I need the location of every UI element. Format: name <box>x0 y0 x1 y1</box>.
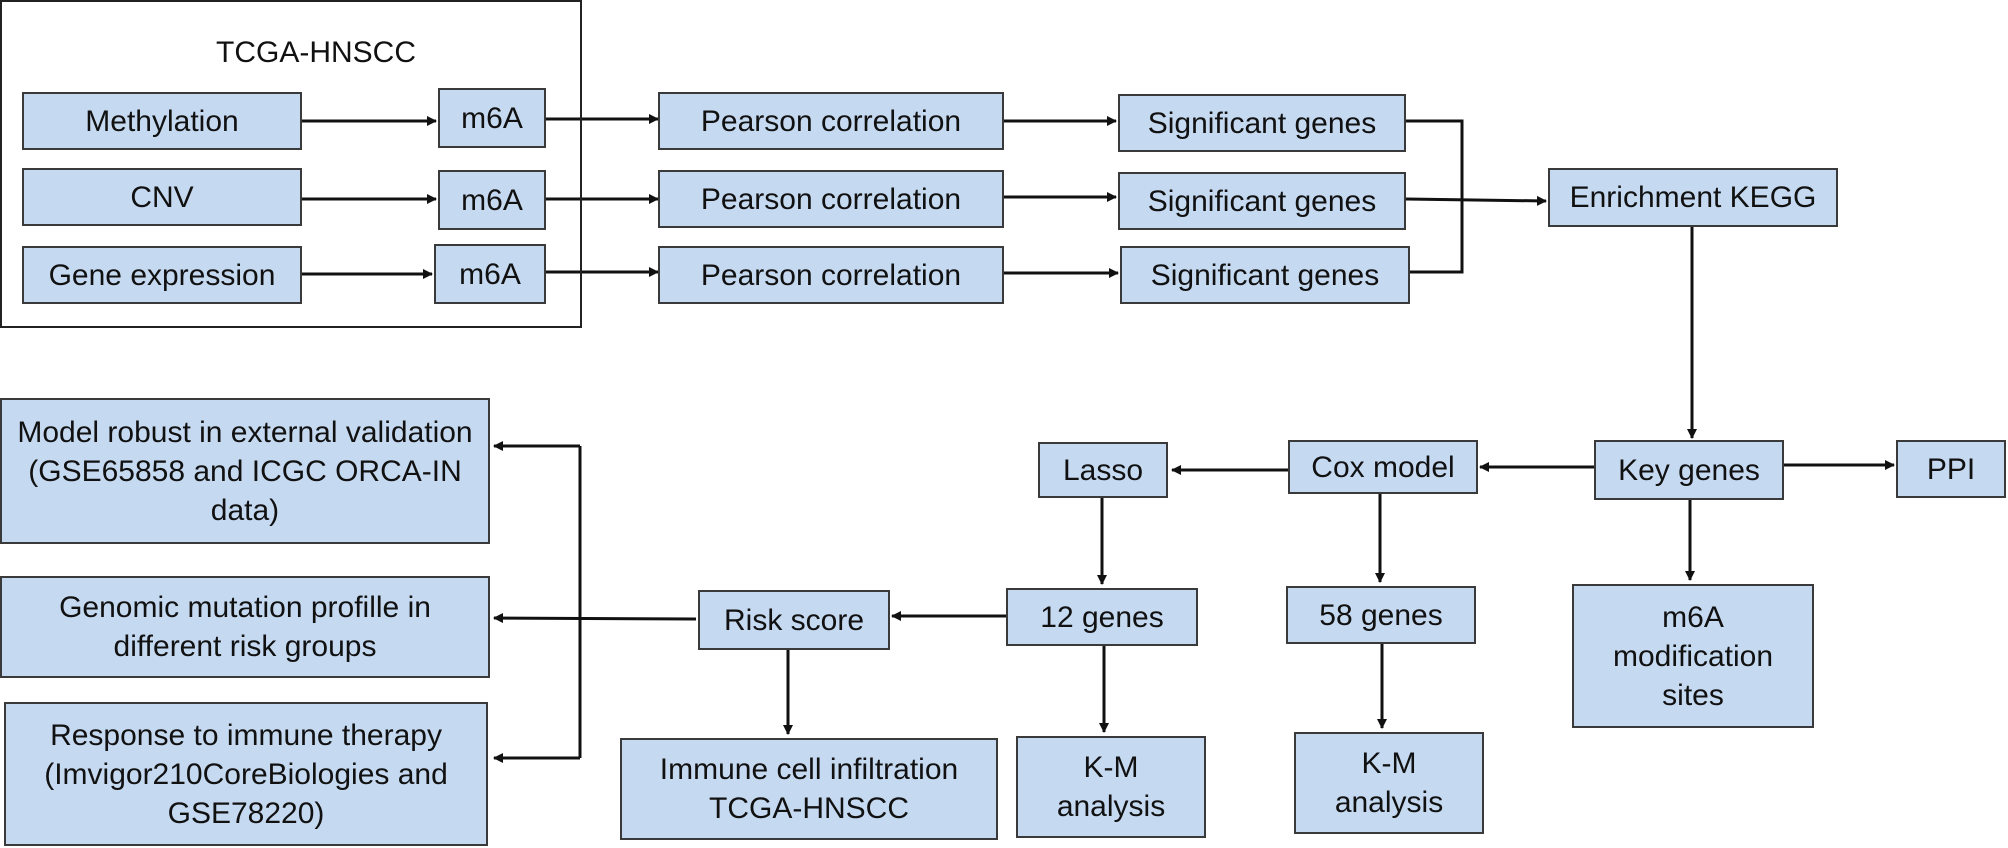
pearson-correlation-box-3: Pearson correlation <box>658 246 1004 304</box>
group-title: TCGA-HNSCC <box>216 36 416 69</box>
immune-therapy-response-box: Response to immune therapy (Imvigor210Co… <box>4 702 488 846</box>
enrichment-kegg-box: Enrichment KEGG <box>1548 168 1838 227</box>
12-genes-box: 12 genes <box>1006 588 1198 646</box>
significant-genes-box-3: Significant genes <box>1120 246 1410 304</box>
edge-sig-enrichment <box>1405 195 1547 206</box>
model-robust-box: Model robust in external validation (GSE… <box>0 398 490 544</box>
significant-genes-box-2: Significant genes <box>1118 172 1406 230</box>
ppi-box: PPI <box>1896 440 2006 498</box>
significant-genes-box-1: Significant genes <box>1118 94 1406 152</box>
km-analysis-box-12: K-M analysis <box>1016 736 1206 838</box>
risk-score-box: Risk score <box>698 590 890 650</box>
edge-riskscore-mutation <box>493 613 697 624</box>
edge-sig-1-merge <box>1406 119 1464 274</box>
immune-cell-infiltration-box: Immune cell infiltration TCGA-HNSCC <box>620 738 998 840</box>
cox-model-box: Cox model <box>1288 440 1478 494</box>
m6a-box-2: m6A <box>438 170 546 230</box>
tcga-hnscc-group-frame <box>0 0 582 328</box>
key-genes-box: Key genes <box>1594 440 1784 500</box>
58-genes-box: 58 genes <box>1286 586 1476 644</box>
pearson-correlation-box-2: Pearson correlation <box>658 170 1004 228</box>
m6a-box-3: m6A <box>434 244 546 304</box>
m6a-modification-sites-box: m6A modification sites <box>1572 584 1814 728</box>
methylation-box: Methylation <box>22 92 302 150</box>
km-analysis-box-58: K-M analysis <box>1294 732 1484 834</box>
cnv-box: CNV <box>22 168 302 226</box>
pearson-correlation-box-1: Pearson correlation <box>658 92 1004 150</box>
genomic-mutation-box: Genomic mutation profille in different r… <box>0 576 490 678</box>
m6a-box-1: m6A <box>438 88 546 148</box>
lasso-box: Lasso <box>1038 442 1168 498</box>
gene-expression-box: Gene expression <box>22 246 302 304</box>
